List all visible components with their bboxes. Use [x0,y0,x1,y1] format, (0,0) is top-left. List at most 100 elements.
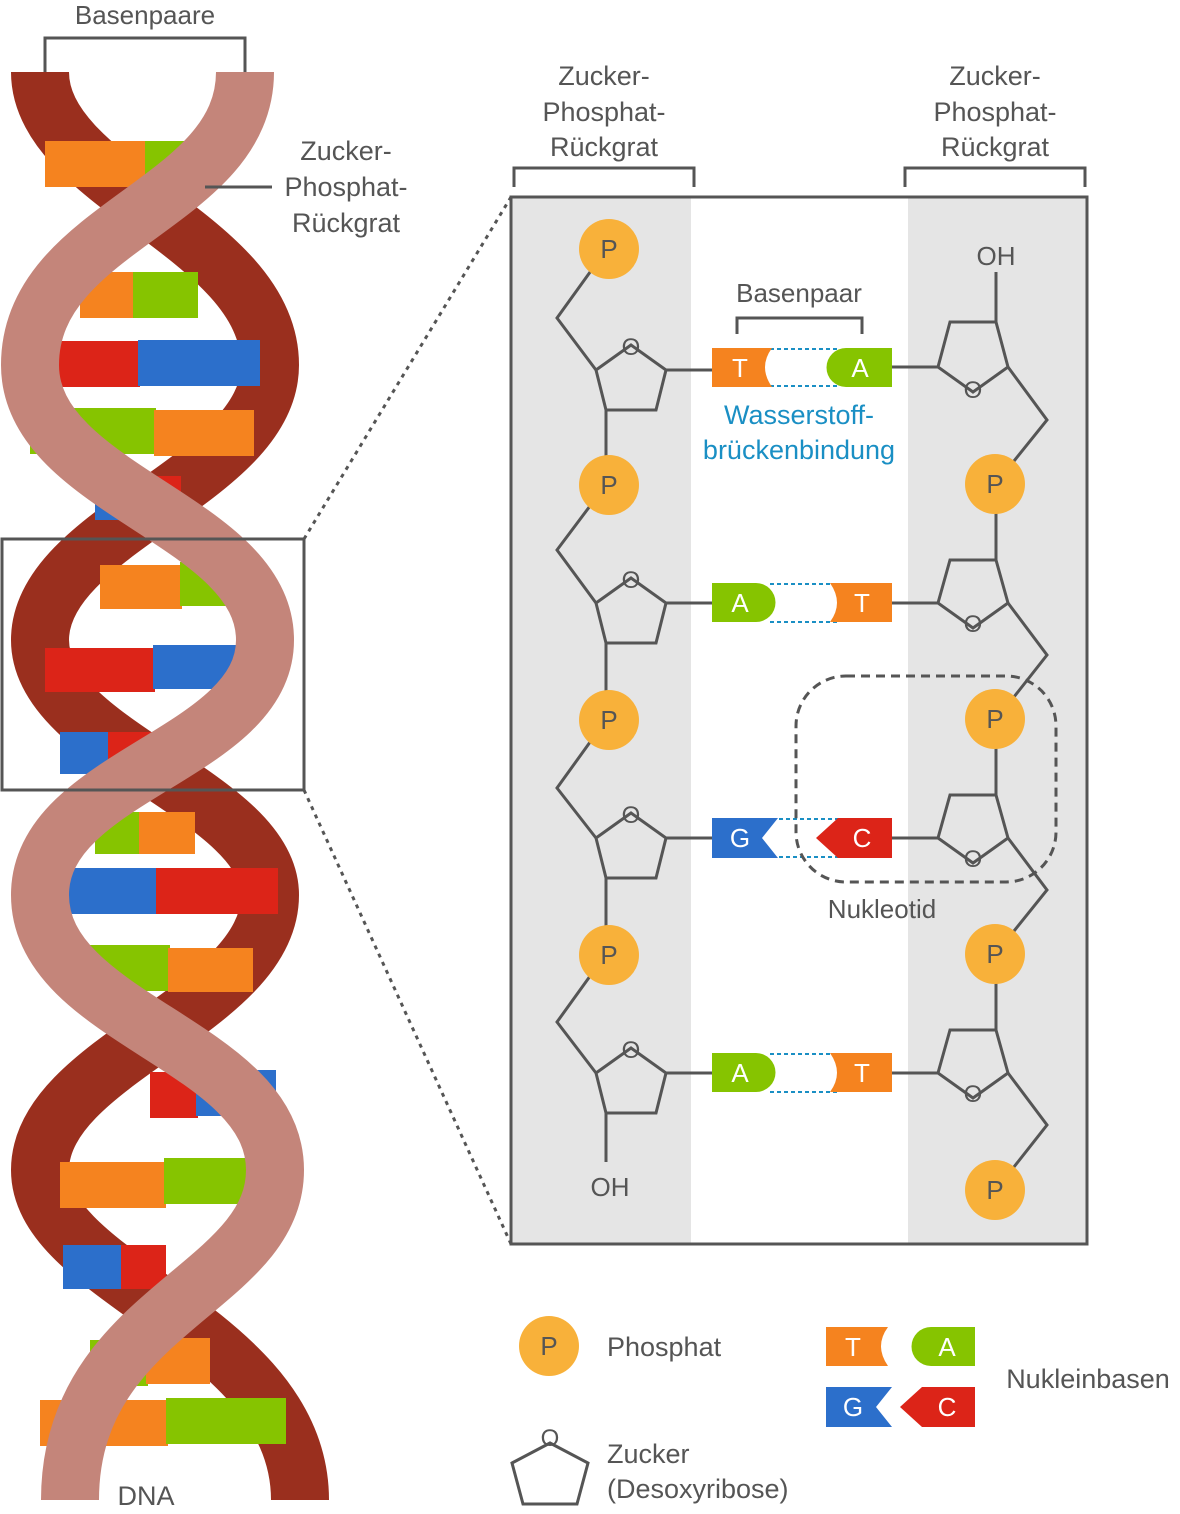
backbone-top-right-line1: Zucker- [949,61,1041,91]
svg-text:P: P [986,1175,1003,1205]
phosphate-group: P [965,924,1025,984]
svg-text:P: P [600,940,617,970]
base-letter: T [732,353,748,383]
rung [100,565,182,609]
oxygen-atom: O [622,567,641,594]
legend-sugar-line2: (Desoxyribose) [607,1474,789,1504]
legend-phosphate-label: Phosphat [607,1332,722,1362]
legend-cytosine [900,1387,975,1427]
rung [63,1245,123,1289]
oxygen-atom: O [622,1037,641,1064]
svg-text:P: P [600,470,617,500]
base-thymine [712,348,772,387]
backbone-bracket-left: Zucker- Phosphat- Rückgrat [512,61,696,187]
svg-text:P: P [600,705,617,735]
svg-text:P: P [986,469,1003,499]
base-pair-row: A T [712,583,892,623]
rung [168,948,253,992]
phosphate-group: P [579,455,639,515]
svg-text:G: G [843,1392,863,1422]
nucleotide-label: Nukleotid [828,894,936,924]
base-pair-row: G C [712,818,892,858]
legend-phosphate-symbol: P [540,1331,557,1361]
legend-bases-label: Nukleinbasen [1006,1364,1170,1394]
svg-text:T: T [845,1332,861,1362]
svg-text:P: P [986,704,1003,734]
base-thymine [830,583,892,622]
helix-front-strand [0,70,305,1501]
svg-text:A: A [938,1332,956,1362]
legend-sugar: O Zucker (Desoxyribose) [510,1425,789,1506]
zoom-line-top [302,196,513,540]
nucleotide-outline [794,674,1058,884]
hydroxyl-bottom: OH [591,1172,630,1202]
oxygen-atom: O [964,377,983,404]
rung [121,1245,166,1289]
phosphate-group: P [579,925,639,985]
legend: P Phosphat O Zucker (Desoxyribose) T A G… [510,1316,1170,1506]
base-pair-row: T A [712,348,892,387]
zoom-box [0,537,306,792]
base-pair-label: Basenpaar [736,278,862,308]
legend-adenine [911,1327,975,1366]
base-letter: A [851,353,869,383]
base-adenine [712,1053,776,1092]
base-guanine [712,818,778,858]
phosphate-group: P [965,454,1025,514]
svg-text:C: C [938,1392,957,1422]
base-adenine [826,348,892,387]
rung [138,340,260,386]
oxygen-atom: O [622,334,641,361]
base-letter: G [730,823,750,853]
rung [60,1162,166,1208]
base-letter: T [854,1058,870,1088]
left-strand-bonds [555,267,712,1162]
base-pair-row: A T [712,1053,892,1093]
legend-phosphate: P Phosphat [519,1316,722,1376]
legend-guanine [826,1387,892,1427]
oxygen-atom: O [964,846,983,873]
phosphate-group: P [965,1160,1025,1220]
rung [45,141,145,187]
base-pairs-label: Basenpaare [75,0,215,30]
backbone-top-left-line1: Zucker- [558,61,650,91]
hbond-label-line2: brückenbindung [703,435,895,465]
svg-text:P: P [986,939,1003,969]
phosphate-group: P [965,689,1025,749]
base-pairs-bracket: Basenpaare [43,0,247,72]
oxygen-atom: O [964,1081,983,1108]
hydroxyl-top: OH [977,241,1016,271]
base-letter: A [731,1058,749,1088]
backbone-top-left-line2: Phosphat- [542,97,665,127]
ring-oxygens: O O O O O O O O [622,334,983,1108]
legend-sugar-line1: Zucker [607,1439,690,1469]
rung [166,1398,286,1444]
base-letter: C [853,823,872,853]
hbond-label-line1: Wasserstoff- [724,400,874,430]
phosphate-group: P [579,219,639,279]
rung [154,410,254,456]
panel-frame [509,195,1089,1246]
oxygen-atom: O [622,802,641,829]
backbone-bracket-right: Zucker- Phosphat- Rückgrat [903,61,1087,187]
svg-text:P: P [600,234,617,264]
dna-helix [0,69,329,1502]
backbone-label-line3: Rückgrat [292,208,401,238]
base-letter: A [731,588,749,618]
base-letter: T [854,588,870,618]
backbone-label-line2: Phosphat- [284,172,407,202]
rung [45,648,155,692]
dna-label: DNA [117,1481,174,1511]
rung [156,868,278,914]
legend-thymine [826,1327,888,1366]
rung [133,272,198,318]
base-adenine [712,583,776,622]
base-pair-bracket: Basenpaar [735,278,864,334]
zoom-line-bottom [302,789,513,1245]
base-cytosine [816,818,892,858]
rung [139,812,195,854]
legend-sugar-symbol: O [541,1425,560,1452]
phosphate-group: P [579,690,639,750]
backbone-top-right-line3: Rückgrat [941,132,1050,162]
phosphates: P P P P P P P P [579,219,1025,1220]
